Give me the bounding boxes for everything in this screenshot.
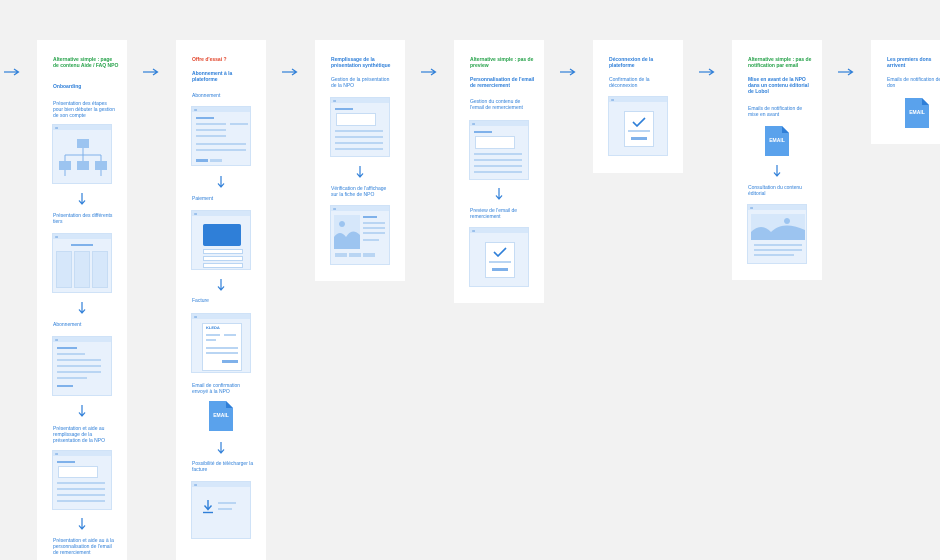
step-label: Emails de notification de mise en avant bbox=[748, 106, 803, 118]
arrow-right-icon bbox=[282, 68, 298, 76]
offer-label: Offre d'essai ? bbox=[192, 57, 227, 63]
arrow-down-icon bbox=[217, 442, 225, 454]
wireframe-presentation: ••• bbox=[52, 450, 112, 510]
arrow-right-icon bbox=[838, 68, 854, 76]
column-heading: Abonnement à la plateforme bbox=[192, 71, 233, 83]
email-icon: EMAIL bbox=[765, 125, 789, 157]
arrow-down-icon bbox=[356, 166, 364, 178]
wireframe-presentation-form: ••• bbox=[330, 97, 390, 157]
column-heading: Onboarding bbox=[53, 84, 82, 90]
arrow-right-icon bbox=[421, 68, 437, 76]
check-icon bbox=[632, 117, 646, 127]
step-label: Présentation et aide au remplissage de l… bbox=[53, 426, 105, 444]
column-heading: Déconnexion de la plateforme bbox=[609, 57, 654, 69]
step-label: Confirmation de la déconnexion bbox=[609, 77, 650, 89]
invoice-logo: KLEDA bbox=[206, 325, 220, 330]
arrow-down-icon bbox=[773, 165, 781, 177]
wireframe-npo-page: ••• bbox=[330, 205, 390, 265]
arrow-down-icon bbox=[78, 518, 86, 530]
wireframe-steps: ••• bbox=[52, 124, 112, 184]
wireframe-editorial: ••• bbox=[747, 204, 807, 264]
step-label: Abonnement bbox=[192, 93, 221, 99]
step-label: Emails de notification de don bbox=[887, 77, 940, 89]
wireframe-email-form: ••• bbox=[469, 120, 529, 180]
alt-title: Alternative simple : pas de notification… bbox=[748, 57, 812, 69]
column-first-donations: Les premiers dons arrivent Emails de not… bbox=[871, 40, 940, 144]
column-heading: Les premiers dons arrivent bbox=[887, 57, 932, 69]
check-icon bbox=[493, 247, 507, 257]
step-label: Présentation et aide au à la personnalis… bbox=[53, 538, 114, 556]
column-thank-you-email: Alternative simple : pas de preview Pers… bbox=[454, 40, 544, 303]
arrow-down-icon bbox=[78, 405, 86, 417]
wireframe-logout-confirmation: ••• bbox=[608, 96, 668, 156]
step-label: Consultation du contenu éditorial bbox=[748, 185, 802, 197]
alt-title: Alternative simple : page de contenu Aid… bbox=[53, 57, 119, 69]
email-icon: EMAIL bbox=[209, 400, 233, 432]
step-label: Gestion du contenu de l'email de remerci… bbox=[470, 99, 523, 111]
download-icon bbox=[203, 500, 213, 514]
arrow-down-icon bbox=[217, 176, 225, 188]
step-label: Paiement bbox=[192, 196, 214, 202]
arrow-right-icon bbox=[143, 68, 159, 76]
column-onboarding: Alternative simple : page de contenu Aid… bbox=[37, 40, 127, 560]
step-label: Preview de l'email de remerciement bbox=[470, 208, 518, 220]
arrow-down-icon bbox=[217, 279, 225, 291]
arrow-down-icon bbox=[78, 302, 86, 314]
wireframe-subscription: ••• bbox=[52, 336, 112, 396]
step-label: Présentation des différents tiers bbox=[53, 213, 113, 225]
column-subscription: Offre d'essai ? Abonnement à la platefor… bbox=[176, 40, 266, 560]
alt-title: Alternative simple : pas de preview bbox=[470, 57, 534, 69]
wireframe-subscription-form: ••• bbox=[191, 106, 251, 166]
arrow-down-icon bbox=[78, 193, 86, 205]
email-icon: EMAIL bbox=[905, 97, 929, 129]
arrow-right-icon bbox=[560, 68, 576, 76]
wireframe-download: ••• bbox=[191, 481, 251, 539]
wireframe-invoice: ••• KLEDA bbox=[191, 313, 251, 373]
column-heading: Remplissage de la présentation synthétiq… bbox=[331, 57, 391, 69]
arrow-right-icon bbox=[4, 68, 20, 76]
column-logout: Déconnexion de la plateforme Confirmatio… bbox=[593, 40, 683, 173]
wireframe-payment: ••• bbox=[191, 210, 251, 270]
column-presentation: Remplissage de la présentation synthétiq… bbox=[315, 40, 405, 281]
arrow-down-icon bbox=[495, 188, 503, 200]
column-heading: Mise en avant de la NPO dans un contenu … bbox=[748, 77, 809, 95]
column-editorial: Alternative simple : pas de notification… bbox=[732, 40, 822, 280]
step-label: Abonnement bbox=[53, 322, 82, 328]
wireframe-tiers: ••• bbox=[52, 233, 112, 293]
step-label: Gestion de la présentation de la NPO bbox=[331, 77, 390, 89]
step-label: Email de confirmation envoyé à la NPO bbox=[192, 383, 241, 395]
step-label: Vérification de l'affichage sur la fiche… bbox=[331, 186, 387, 198]
column-heading: Personnalisation de l'email de remerciem… bbox=[470, 77, 535, 89]
step-label: Facture bbox=[192, 298, 209, 304]
step-label: Présentation des étapes pour bien débute… bbox=[53, 101, 115, 119]
arrow-right-icon bbox=[699, 68, 715, 76]
step-label: Possibilité de télécharger la facture bbox=[192, 461, 254, 473]
wireframe-email-preview: ••• bbox=[469, 227, 529, 287]
